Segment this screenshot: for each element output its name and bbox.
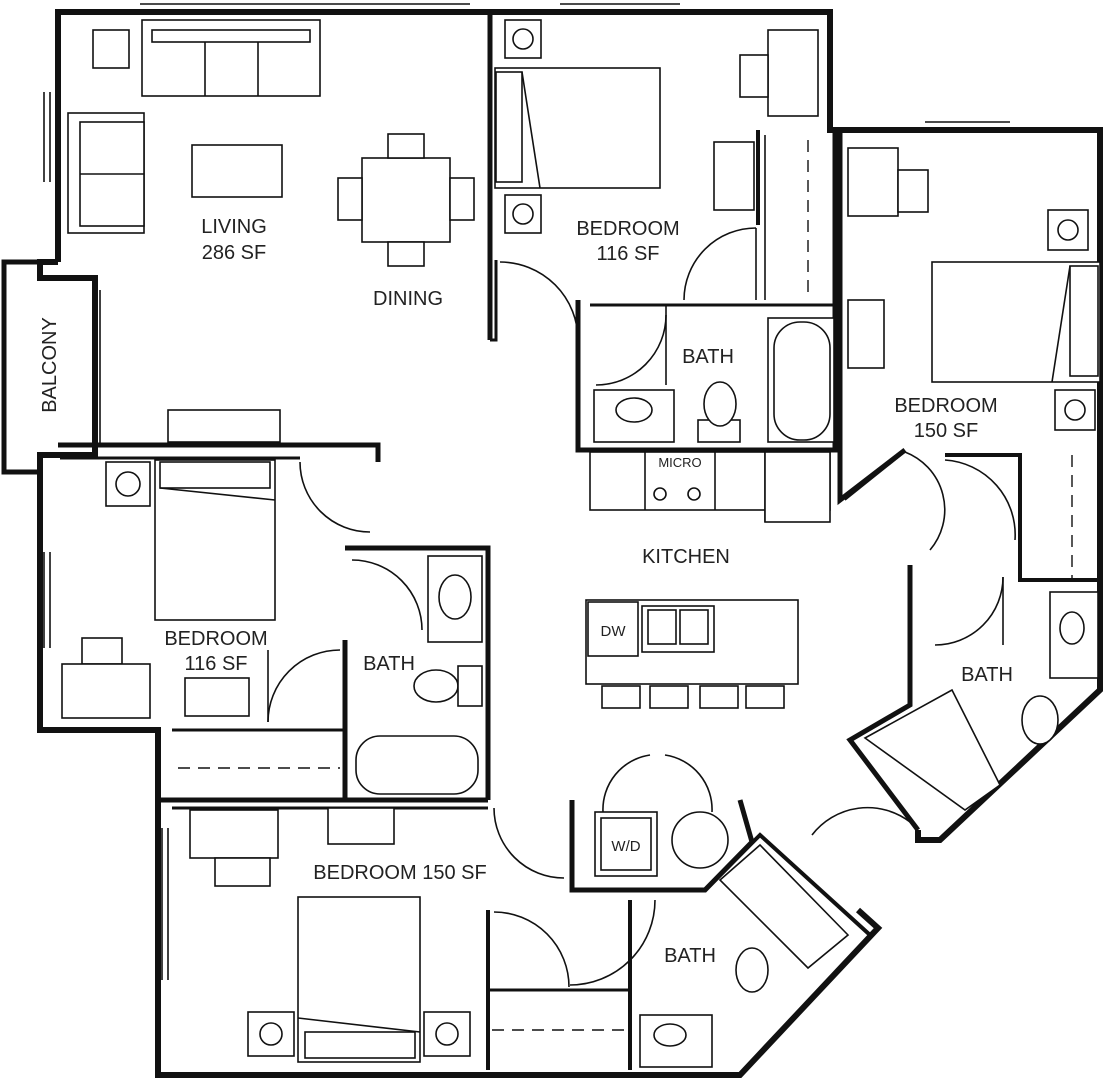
dining-room-label: DINING — [373, 288, 443, 310]
exterior-walls — [1, 3, 1103, 1078]
bedroom-south-label: BEDROOM 150 SF — [313, 862, 486, 884]
bath-north-label: BATH — [682, 346, 734, 368]
washer-dryer-label: W/D — [611, 838, 640, 855]
tv-console — [167, 409, 281, 443]
bath-west-label: BATH — [363, 653, 415, 675]
doors — [267, 227, 1016, 988]
living-room-label: LIVING — [201, 216, 267, 238]
living-room-area: 286 SF — [202, 242, 266, 264]
microwave-label: MICRO — [658, 455, 701, 470]
room-labels: LIVING 286 SF DINING BALCONY KITCHEN BED… — [39, 216, 1013, 967]
end-table — [92, 29, 130, 69]
desk — [767, 29, 819, 117]
furniture — [61, 19, 1101, 1068]
kitchen-label: KITCHEN — [642, 546, 730, 568]
bedroom-east-label: BEDROOM — [894, 395, 997, 417]
dishwasher-label: DW — [601, 623, 627, 640]
dining-table — [361, 157, 451, 243]
interior-walls — [58, 12, 1100, 1070]
bedroom-west-area: 116 SF — [185, 653, 248, 675]
bedroom-west-label: BEDROOM — [164, 628, 267, 650]
bedroom-east-area: 150 SF — [914, 420, 978, 442]
bath-east-label: BATH — [961, 664, 1013, 686]
balcony-label: BALCONY — [39, 317, 61, 413]
coffee-table — [191, 144, 283, 198]
bath-south-label: BATH — [664, 945, 716, 967]
bedroom-north-label: BEDROOM — [576, 218, 679, 240]
bedroom-north-area: 116 SF — [597, 243, 660, 265]
